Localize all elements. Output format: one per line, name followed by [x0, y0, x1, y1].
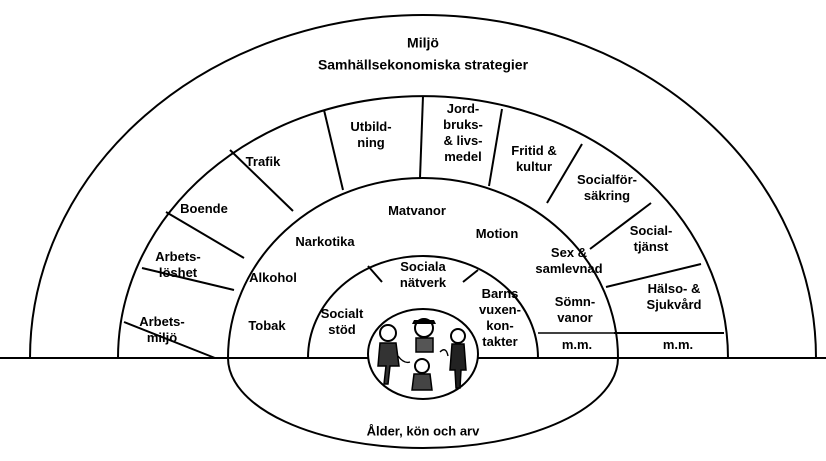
lifestyle-factor-label-line: Sömn- — [555, 294, 595, 309]
social-factor-label-line: kon- — [486, 318, 513, 333]
society-sector-label: Boende — [180, 201, 228, 216]
lifestyle-factor-label: Motion — [476, 226, 519, 241]
society-sector-label: Hälso- &Sjukvård — [647, 281, 702, 312]
society-sector-label-line: löshet — [159, 265, 198, 280]
divider — [368, 266, 382, 282]
society-sector-label: Arbets-löshet — [155, 249, 201, 280]
divider — [420, 96, 423, 178]
society-sector-label: Fritid &kultur — [511, 143, 557, 174]
lifestyle-factor-label-line: Narkotika — [295, 234, 355, 249]
society-sector-label-line: kultur — [516, 159, 552, 174]
lifestyle-factor-label-line: Tobak — [248, 318, 286, 333]
lifestyle-factor-label-line: Alkohol — [249, 270, 297, 285]
lifestyle-factor-label-line: Sex & — [551, 245, 587, 260]
society-sector-label-line: Socialför- — [577, 172, 637, 187]
society-sector-label-line: Social- — [630, 223, 673, 238]
lifestyle-factor-label-line: vanor — [557, 310, 592, 325]
society-sector-label-line: Boende — [180, 201, 228, 216]
divider — [463, 270, 478, 282]
lifestyle-factor-label: Alkohol — [249, 270, 297, 285]
divider — [324, 110, 343, 190]
society-sector-label-line: tjänst — [634, 239, 669, 254]
lifestyle-factor-label: Matvanor — [388, 203, 446, 218]
social-factor-label-line: Sociala — [400, 259, 446, 274]
lifestyle-factor-label-line: Matvanor — [388, 203, 446, 218]
lifestyle-factor-label: Narkotika — [295, 234, 355, 249]
society-sector-label-line: Jord- — [447, 101, 480, 116]
society-sector-label: m.m. — [663, 337, 693, 352]
lifestyle-factor-label: Tobak — [248, 318, 286, 333]
lifestyle-factor-label-line: Motion — [476, 226, 519, 241]
environment-subtitle: Samhällsekonomiska strategier — [318, 57, 529, 73]
people-illustration — [368, 309, 478, 399]
society-sector-label-line: medel — [444, 149, 482, 164]
society-sector-label-line: Arbets- — [155, 249, 201, 264]
society-sector-label: Arbets-miljö — [139, 314, 185, 345]
social-factor-label-line: stöd — [328, 322, 356, 337]
society-sector-label: Jord-bruks-& livs-medel — [443, 101, 483, 164]
lifestyle-factor-label: Sömn-vanor — [555, 294, 595, 325]
society-sector-label-line: Hälso- & — [648, 281, 701, 296]
society-sector-label: Trafik — [246, 154, 281, 169]
social-factor-label-line: takter — [482, 334, 517, 349]
society-sector-label: Utbild-ning — [350, 119, 391, 150]
core-label: Ålder, kön och arv — [367, 423, 480, 438]
environment-title: Miljö — [407, 35, 439, 51]
social-factor-label-line: Socialt — [321, 306, 364, 321]
society-sector-label-line: Sjukvård — [647, 297, 702, 312]
lifestyle-factor-label-line: samlevnad — [535, 261, 602, 276]
divider — [489, 109, 502, 186]
society-sector-label: Social-tjänst — [630, 223, 673, 254]
social-factor-label-line: vuxen- — [479, 302, 521, 317]
society-sector-label-line: & livs- — [443, 133, 482, 148]
society-sector-label-line: Utbild- — [350, 119, 391, 134]
lifestyle-factor-label: m.m. — [562, 337, 592, 352]
social-factor-label-line: Barns — [482, 286, 519, 301]
society-sector-label: Socialför-säkring — [577, 172, 637, 203]
society-sector-label-line: Fritid & — [511, 143, 557, 158]
society-sector-label-line: bruks- — [443, 117, 483, 132]
social-factor-label-line: nätverk — [400, 275, 447, 290]
society-sector-label-line: Arbets- — [139, 314, 185, 329]
lifestyle-factor-label: Sex &samlevnad — [535, 245, 602, 276]
society-sector-label-line: ning — [357, 135, 384, 150]
lifestyle-factor-label-line: m.m. — [562, 337, 592, 352]
society-sector-label-line: m.m. — [663, 337, 693, 352]
society-sector-label-line: säkring — [584, 188, 630, 203]
society-sector-label-line: miljö — [147, 330, 177, 345]
society-sector-label-line: Trafik — [246, 154, 281, 169]
